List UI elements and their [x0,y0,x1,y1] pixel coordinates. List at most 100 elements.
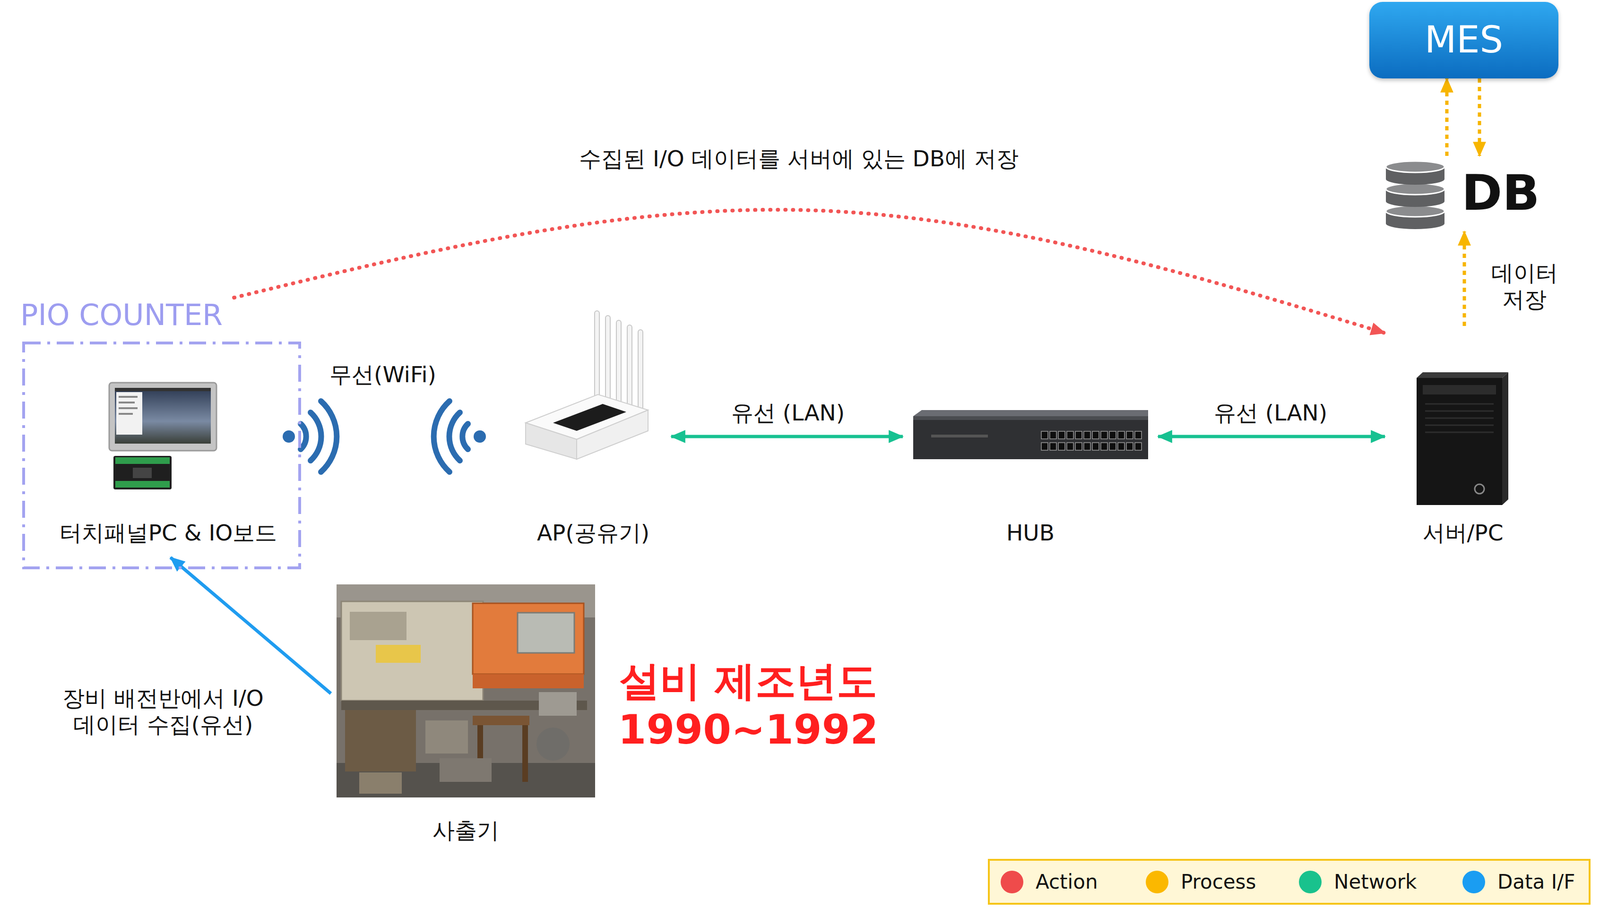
legend-text: Data I/F [1497,870,1575,894]
group-heading: PIO COUNTER [20,297,223,333]
touch-panel-picture [114,388,211,444]
server-node: 서버/PC [1384,326,1541,554]
legend-text: Network [1333,870,1417,894]
router-body [553,404,627,432]
legend-box: Action Process Network Data I/F [987,859,1591,906]
router-picture [515,302,672,554]
note-label: 무선(WiFi) [288,361,478,389]
io-board-picture [132,467,152,479]
wifi-wave [433,401,450,473]
machine-photo [538,692,577,717]
touch-panel-picture [116,392,143,435]
legend-text: Action [1035,870,1099,894]
machine-photo [345,710,416,772]
server-picture [1425,403,1494,406]
server-picture [1425,424,1494,427]
edge-label: 데이터 저장 [1488,259,1560,314]
node-label: MES [1424,17,1504,63]
machine-photo [536,727,570,762]
switch-picture [913,410,1149,460]
wifi-wave [300,423,307,450]
machine-node: 사출기 [330,579,601,854]
router-antenna [638,329,643,420]
connector [1158,435,1385,439]
legend-item: Network [1298,861,1417,904]
machine-photo [522,725,528,783]
machine-photo [439,758,492,783]
touch-panel-picture [114,388,211,392]
io-board-picture [115,481,170,488]
edge-label-holder: 유선 (LAN) [1171,399,1370,427]
io-board-picture [113,456,172,490]
switch-picture [931,434,988,438]
touch-panel-node: 터치패널PC & IO보드 [51,378,286,558]
machine-photo [472,674,584,689]
database-icon [1385,161,1445,173]
touch-panel-picture [109,382,217,451]
connector [1445,78,1449,156]
legend-item: Action [1000,861,1099,904]
wifi-dot [473,430,486,443]
node-label: AP(공유기) [536,519,650,547]
edge-label-holder: 유선 (LAN) [688,399,888,427]
touch-panel-picture [118,401,135,404]
wifi-waves [300,401,468,473]
server-picture [1416,372,1509,506]
wifi-dot [282,430,295,443]
machine-photo [336,584,596,798]
database-icon [1385,183,1445,195]
io-board-picture [115,457,170,465]
machine-photo [341,601,484,701]
switch-picture [913,416,1149,460]
server-picture [1416,378,1503,506]
connector [671,435,903,439]
connector [1478,78,1482,156]
database-node: DB [1380,155,1551,232]
node-label: 사출기 [432,817,500,845]
server-picture [1502,372,1509,506]
hub-node: HUB [902,397,1159,554]
node-label: HUB [1006,519,1055,547]
machine-photo [359,772,402,795]
wifi-wave [449,412,460,461]
machine-photo [336,584,596,798]
label-holder: 설비 제조년도 1990~1992 [601,657,895,755]
router-body [525,394,649,460]
edge-label-holder: 장비 배전반에서 I/O 데이터 수집(유선) [35,685,291,739]
touch-panel-picture [118,396,138,398]
database-icon [1385,205,1445,217]
connector [233,209,1385,334]
server-picture [1425,432,1494,434]
machine-photo [349,612,407,641]
edge-label-holder: 수집된 I/O 데이터를 서버에 있는 DB에 저장 [444,145,1154,173]
legend-swatch [1462,871,1486,894]
server-picture [1425,410,1494,413]
machine-photo [517,613,575,654]
node-label: 서버/PC [1422,519,1504,547]
server-picture [1474,484,1485,494]
server-picture [1384,326,1541,554]
machine-photo [330,579,601,854]
note-label: 설비 제조년도 1990~1992 [601,657,895,755]
database-icon [1385,161,1445,230]
server-picture [1425,404,1494,433]
server-picture [1416,372,1509,379]
system-box: MES [1369,1,1559,79]
switch-picture [913,410,1149,417]
connector [170,557,331,694]
legend-text: Process [1180,870,1256,894]
dashed-group-border [23,343,300,569]
switch-picture [913,416,1149,421]
edge-label: 장비 배전반에서 I/O 데이터 수집(유선) [35,685,291,739]
machine-photo [425,720,468,754]
switch-picture [1040,431,1143,452]
router-node: AP(공유기) [515,302,672,554]
machine-photo [472,603,584,675]
node-label: 터치패널PC & IO보드 [59,519,278,547]
edge-label: 유선 (LAN) [688,399,888,427]
node-label: DB [1461,163,1540,223]
device-group: PIO COUNTER 터치패널PC & IO보드 [22,297,302,570]
